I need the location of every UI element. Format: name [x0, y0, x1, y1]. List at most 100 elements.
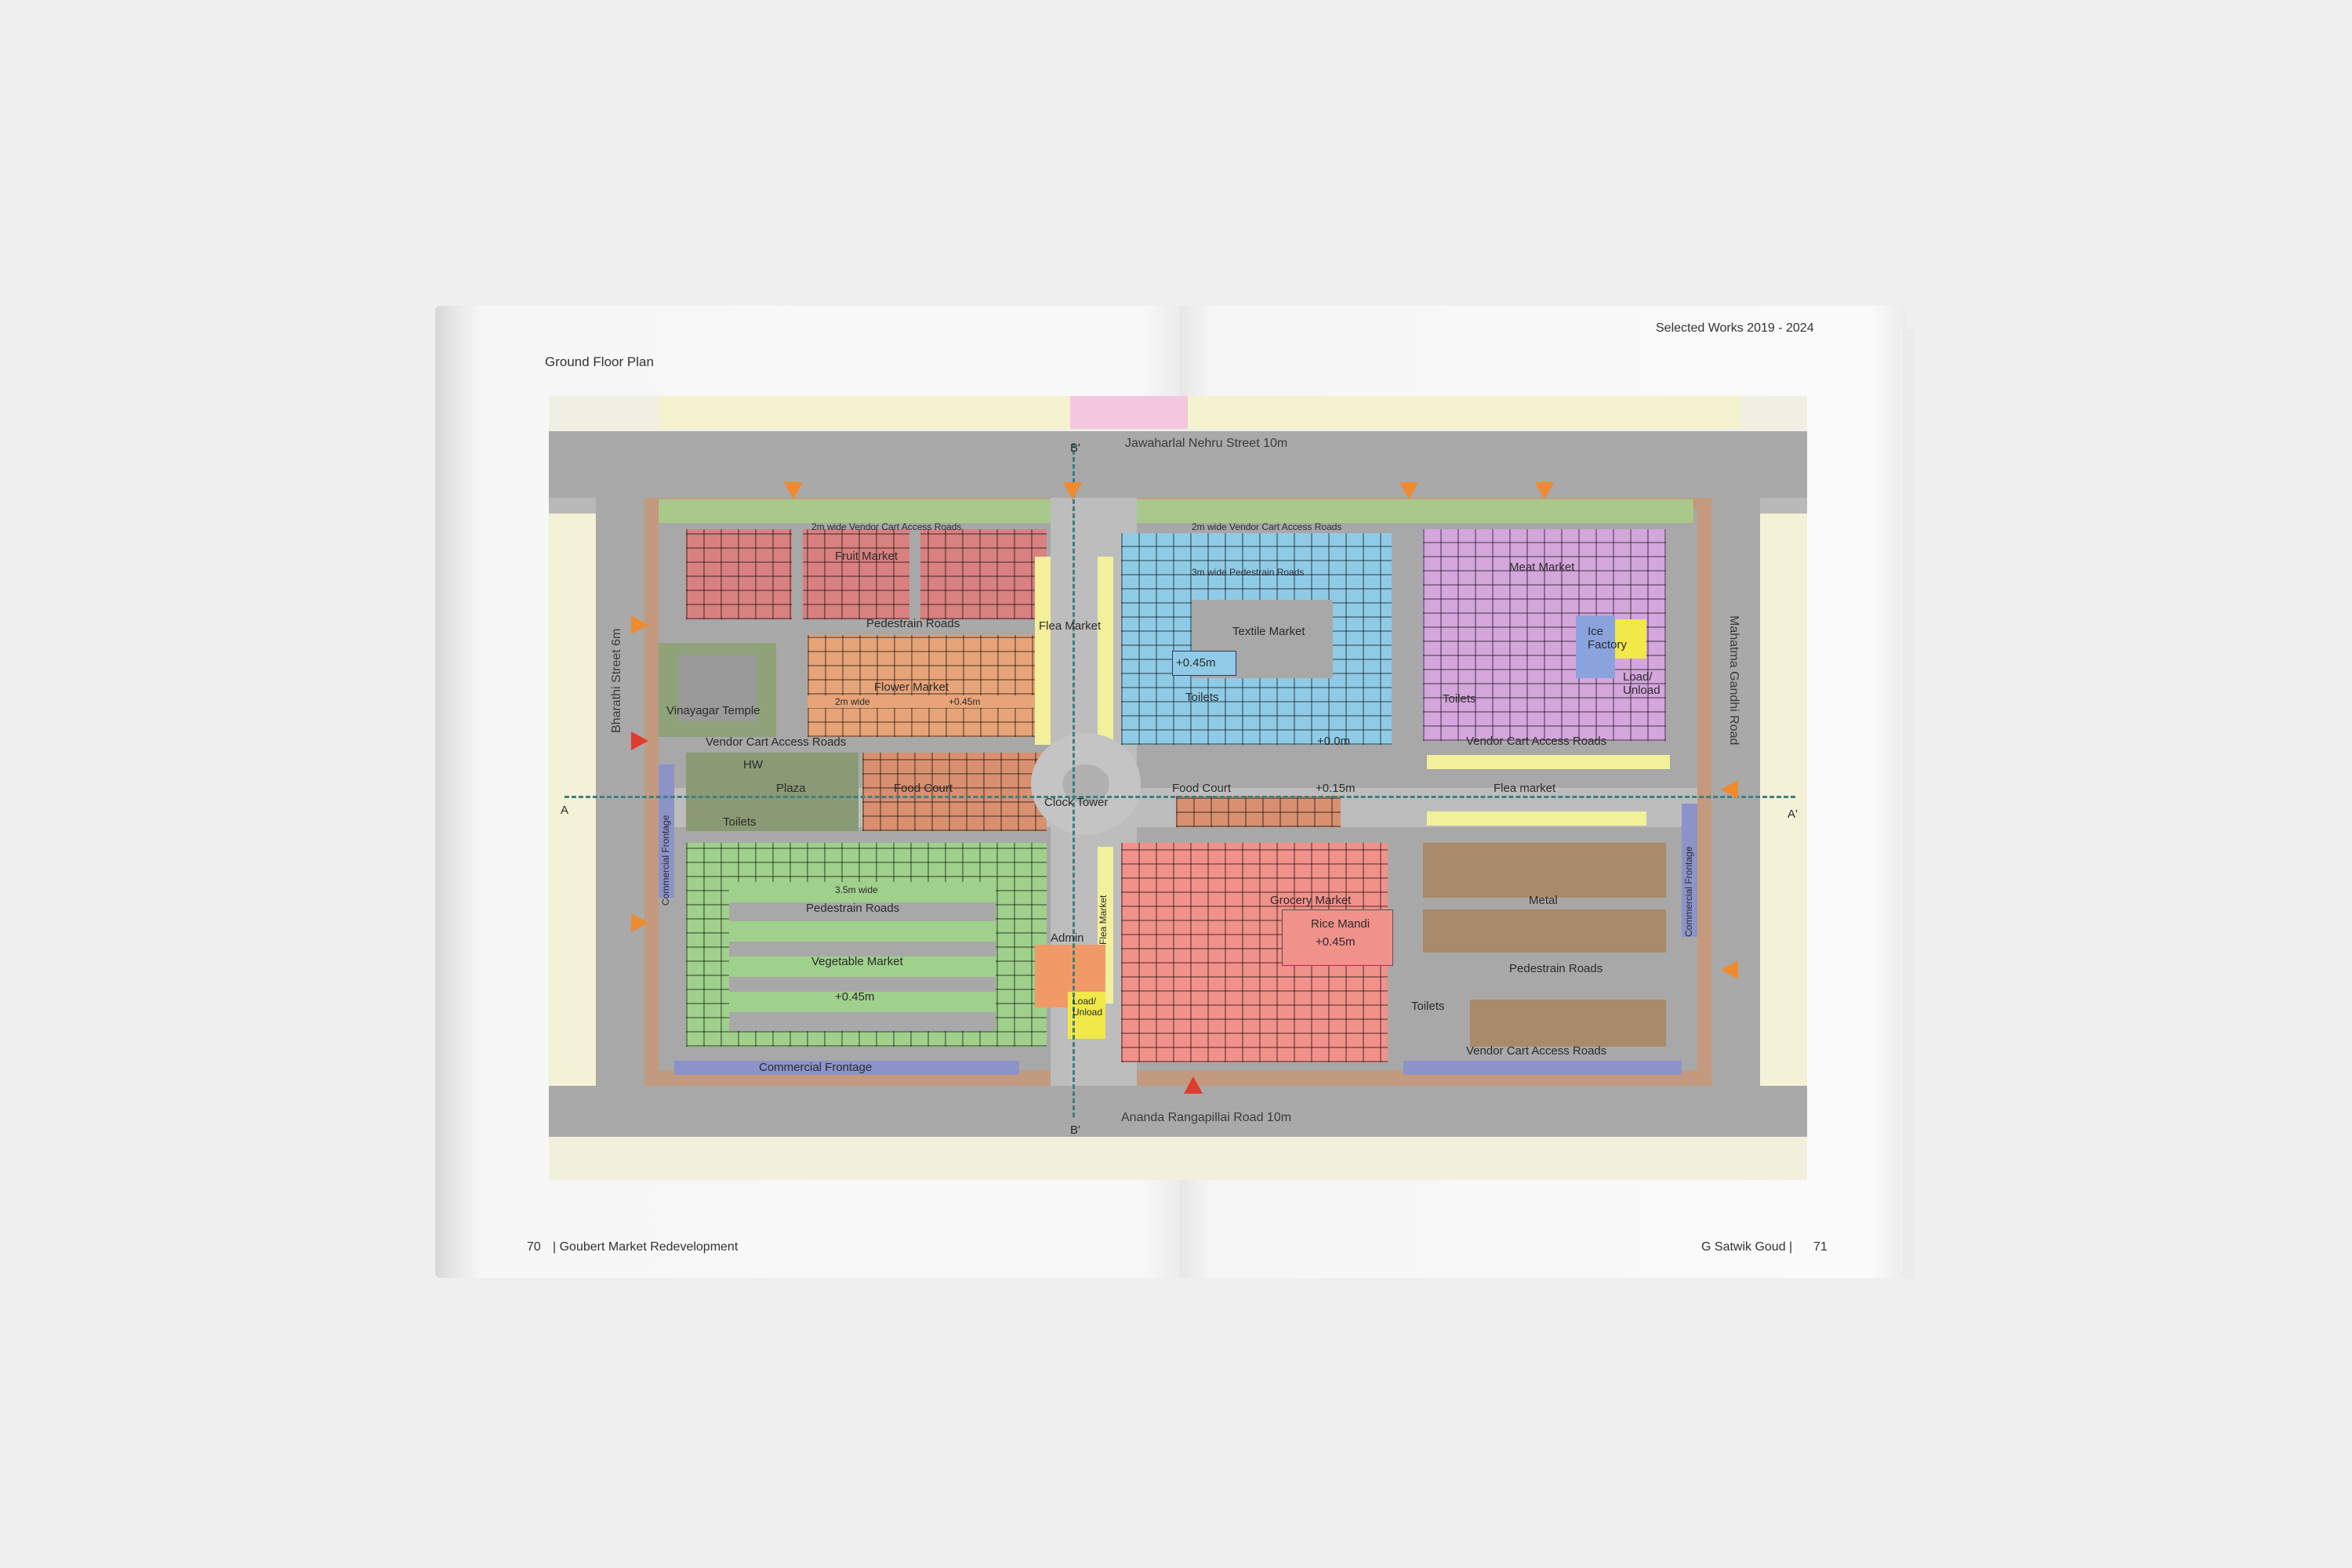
- label-ped-3m: 3m wide Pedestrain Roads: [1192, 567, 1305, 578]
- rice-mandi: [1282, 909, 1393, 966]
- textile-level-box: [1172, 651, 1236, 676]
- label-3-5m-wide: 3.5m wide: [835, 884, 878, 895]
- plaza-garden: [686, 753, 858, 831]
- section-line-aa: [564, 796, 1795, 798]
- entry-arrow-icon: [784, 482, 803, 499]
- label-flea-market-north: Flea Market: [1039, 619, 1102, 633]
- entry-arrow-icon: [1399, 482, 1418, 499]
- label-pedestrian-roads-sw: Pedestrain Roads: [806, 902, 900, 915]
- veg-row: [729, 882, 996, 902]
- section-mark-b-top: B': [1070, 441, 1080, 455]
- road-label-south: Ananda Rangapillai Road 10m: [1121, 1111, 1292, 1124]
- label-level-textile: +0.45m: [1176, 656, 1216, 670]
- label-vendor-cart-w: Vendor Cart Access Roads: [706, 735, 847, 749]
- entry-arrow-icon: [1063, 482, 1082, 499]
- flea-market-north-east: [1098, 557, 1113, 745]
- label-grocery-market: Grocery Market: [1270, 894, 1352, 907]
- veg-row: [729, 992, 996, 1012]
- label-clock-tower: Clock Tower: [1044, 796, 1109, 809]
- label-level-rice: +0.45m: [1316, 935, 1356, 949]
- food-court-west-stalls: [862, 753, 1047, 831]
- veg-row: [729, 921, 996, 942]
- label-vegetable-market: Vegetable Market: [811, 955, 903, 968]
- flea-market-east-strip: [1427, 755, 1670, 769]
- road-label-west: Bharathi Street 6m: [610, 628, 623, 733]
- label-flea-market-south: Flea Market: [1098, 895, 1109, 945]
- north-pink-building: [1070, 396, 1188, 429]
- veg-row: [729, 956, 996, 977]
- green-strip-nw: [659, 499, 1051, 523]
- road-label-north: Jawaharlal Nehru Street 10m: [1125, 437, 1288, 450]
- fruit-aisle: [792, 529, 803, 619]
- label-admin: Admin: [1051, 931, 1084, 945]
- label-toilets-w: Toilets: [723, 815, 757, 829]
- page-edges: [1904, 329, 1915, 1278]
- label-vendor-cart-ne: 2m wide Vendor Cart Access Roads: [1192, 521, 1342, 532]
- commercial-frontage-southeast-strip: [1403, 1061, 1682, 1075]
- label-vendor-cart-nw: 2m wide Vendor Cart Access Roads: [811, 521, 962, 532]
- label-hw: HW: [743, 758, 763, 771]
- label-commercial-frontage-s: Commercial Frontage: [759, 1061, 873, 1074]
- label-food-court-e: Food Court: [1172, 782, 1232, 795]
- flower-strip: [808, 695, 1035, 708]
- entry-arrow-icon: [631, 615, 648, 634]
- metal-market-middle: [1423, 909, 1666, 953]
- west-buildings: [549, 514, 596, 1094]
- label-flower-market: Flower Market: [874, 681, 949, 694]
- label-toilets-se: Toilets: [1411, 1000, 1445, 1013]
- label-pedestrian-roads-w: Pedestrain Roads: [866, 617, 960, 630]
- ice-factory-load-bay: [1615, 619, 1646, 659]
- label-ice-factory: Ice Factory: [1588, 625, 1628, 652]
- label-level-015: +0.15m: [1316, 782, 1356, 795]
- right-page-title: Selected Works 2019 - 2024: [1656, 321, 1814, 335]
- label-load-unload-ne: Load/ Unload: [1623, 670, 1661, 697]
- label-textile-market: Textile Market: [1232, 625, 1305, 638]
- ice-factory: [1576, 615, 1615, 678]
- main-entry-arrow-icon: [631, 731, 648, 750]
- label-vinayagar-temple: Vinayagar Temple: [666, 704, 760, 717]
- label-food-court-w: Food Court: [894, 782, 953, 795]
- label-commercial-frontage-e: Commercial Frontage: [1683, 846, 1694, 937]
- fruit-aisle: [909, 529, 920, 619]
- commercial-frontage-south-strip: [674, 1061, 1019, 1075]
- section-line-bb: [1073, 443, 1075, 1117]
- label-metal: Metal: [1529, 894, 1558, 907]
- section-mark-a: A: [561, 804, 569, 817]
- right-page-number: 71: [1813, 1240, 1828, 1254]
- temple-building: [678, 655, 757, 721]
- food-court-east-stalls: [1176, 796, 1341, 827]
- north-road: [549, 431, 1807, 498]
- south-road: [549, 1086, 1807, 1137]
- entry-arrow-icon: [631, 913, 648, 932]
- label-commercial-frontage-w: Commercial Frontage: [660, 815, 671, 906]
- label-level-flower: +0.45m: [949, 696, 981, 707]
- right-footer-text: G Satwik Goud |: [1701, 1240, 1793, 1254]
- entry-arrow-icon: [1721, 780, 1738, 799]
- left-page-number: 70: [527, 1240, 541, 1254]
- label-level-veg: +0.45m: [835, 990, 875, 1004]
- road-label-east: Mahatma Gandhi Road: [1727, 615, 1740, 746]
- section-mark-a-prime: A': [1788, 808, 1798, 821]
- entry-arrow-icon: [1721, 960, 1738, 979]
- label-toilets-ne: Toilets: [1443, 692, 1476, 706]
- east-buildings: [1760, 514, 1807, 1094]
- flea-market-east-strip-2: [1427, 811, 1646, 826]
- label-vendor-cart-e: Vendor Cart Access Roads: [1466, 735, 1607, 748]
- commercial-frontage-east-strip: [1682, 804, 1697, 937]
- left-page-title: Ground Floor Plan: [545, 354, 654, 369]
- label-plaza: Plaza: [776, 782, 806, 795]
- label-pedestrian-roads-se: Pedestrain Roads: [1509, 962, 1603, 975]
- label-rice-mandi: Rice Mandi: [1311, 917, 1370, 931]
- label-load-unload-s: Load/ Unload: [1073, 996, 1103, 1018]
- green-strip-ne: [1137, 499, 1693, 523]
- label-level-00: +0.0m: [1317, 735, 1351, 748]
- label-fruit-market: Fruit Market: [835, 550, 898, 563]
- main-entry-arrow-icon: [1184, 1076, 1203, 1094]
- label-flea-market-e: Flea market: [1494, 782, 1556, 795]
- south-buildings: [549, 1137, 1807, 1180]
- left-footer-text: | Goubert Market Redevelopment: [553, 1240, 739, 1254]
- section-mark-b-bottom: B': [1070, 1123, 1080, 1137]
- label-meat-market: Meat Market: [1509, 561, 1575, 574]
- entry-arrow-icon: [1535, 482, 1554, 499]
- metal-market-south: [1470, 1000, 1666, 1047]
